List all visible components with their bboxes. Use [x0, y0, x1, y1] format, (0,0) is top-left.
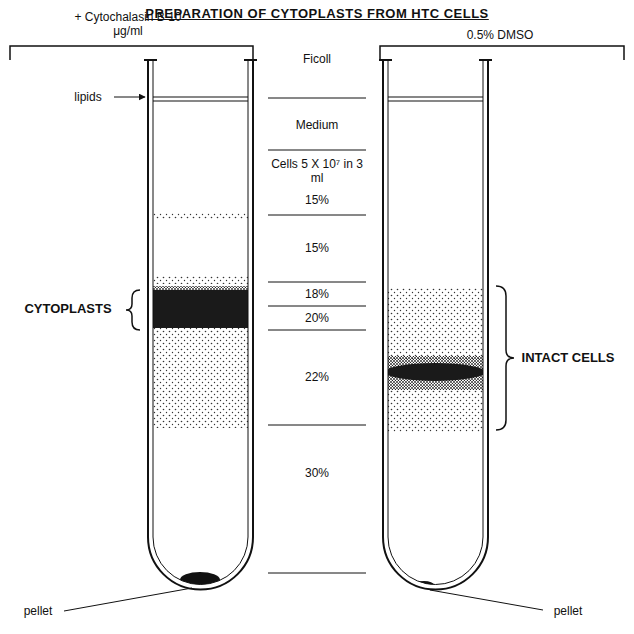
brace	[496, 286, 514, 430]
concentration: 18%	[305, 287, 329, 301]
concentration: 20%	[305, 311, 329, 325]
band-label: CYTOPLASTS	[24, 302, 111, 316]
gradient-lines	[268, 98, 366, 573]
treatment-label: + Cytochalasin B 10 μg/ml	[68, 10, 188, 38]
medium-name: Ficoll	[303, 52, 331, 66]
leader-line	[64, 588, 192, 611]
layer-label: Medium	[296, 118, 339, 132]
left-tube-contents	[150, 213, 250, 588]
leader-line	[430, 590, 543, 610]
treatment-label: 0.5% DMSO	[467, 28, 534, 42]
band-label: INTACT CELLS	[522, 351, 615, 365]
pellet-label: pellet	[554, 604, 583, 618]
brace	[126, 290, 140, 330]
bracket	[10, 46, 253, 60]
concentration: 15%	[305, 241, 329, 255]
layer-label: lipids	[74, 90, 101, 104]
concentration: 22%	[305, 370, 329, 384]
concentration: 30%	[305, 466, 329, 480]
concentration: 15%	[305, 193, 329, 207]
bracket	[380, 46, 624, 60]
test-tube	[144, 60, 492, 590]
pellet-label: pellet	[24, 604, 53, 618]
leader-line	[114, 97, 145, 98]
title: PREPARATION OF CYTOPLASTS FROM HTC CELLS	[145, 6, 489, 21]
sample-label: Cells 5 X 10⁷ in 3 ml	[269, 157, 365, 185]
right-tube-contents	[385, 288, 485, 589]
